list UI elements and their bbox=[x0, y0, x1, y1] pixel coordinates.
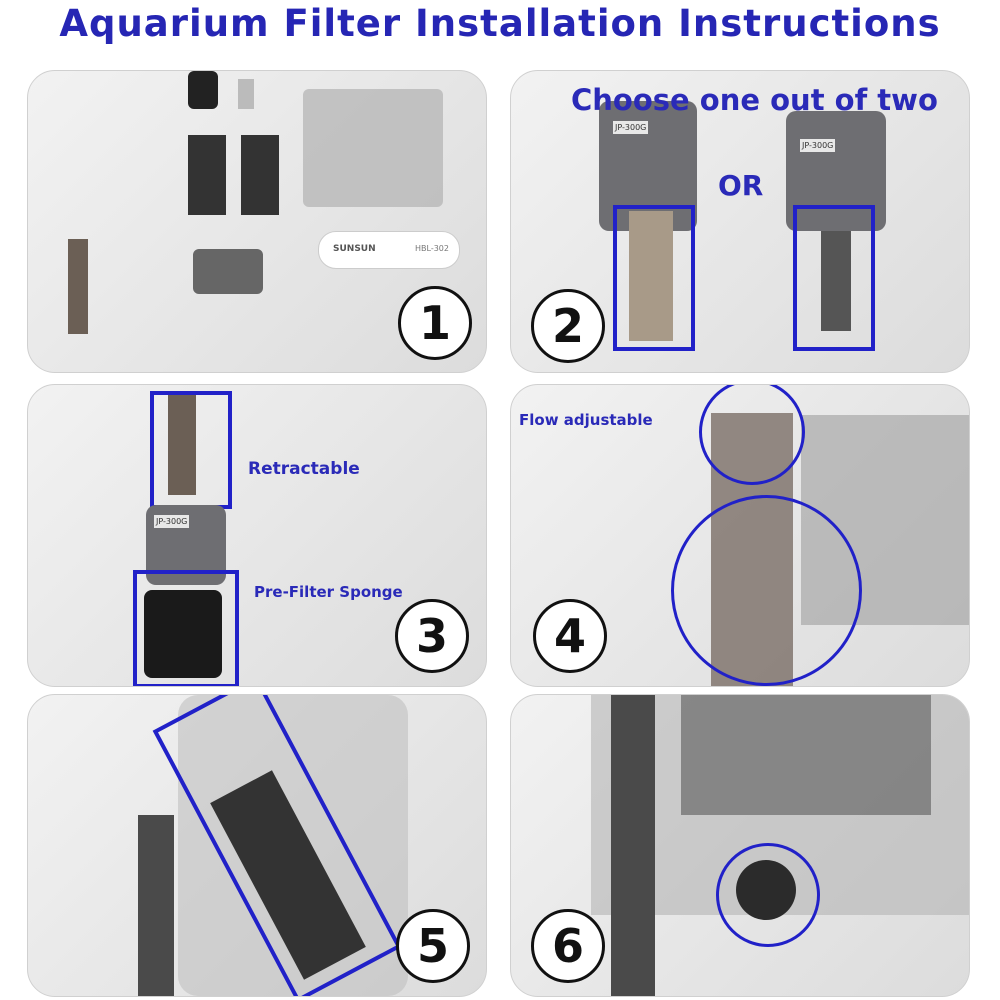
highlight-circle bbox=[716, 843, 820, 947]
pre-filter-sponge-label: Pre-Filter Sponge bbox=[254, 583, 403, 601]
highlight-circle bbox=[699, 385, 805, 485]
step-number: 5 bbox=[396, 909, 470, 983]
step-number: 6 bbox=[531, 909, 605, 983]
page-title: Aquarium Filter Installation Instruction… bbox=[59, 2, 941, 45]
step-1-panel: SUNSUN HBL-302 1 bbox=[27, 70, 487, 373]
highlight-box bbox=[150, 391, 232, 509]
sponge-intake-image bbox=[629, 211, 673, 341]
filter-box-image bbox=[303, 89, 443, 207]
cartridge-image bbox=[681, 695, 931, 815]
step-number: 4 bbox=[533, 599, 607, 673]
step-number: 3 bbox=[395, 599, 469, 673]
cartridge-image bbox=[188, 135, 226, 215]
step-5-panel: 5 bbox=[27, 694, 487, 997]
choose-heading: Choose one out of two bbox=[571, 83, 938, 117]
highlight-box bbox=[613, 205, 695, 351]
step-2-panel: JP-300G JP-300G Choose one out of two OR… bbox=[510, 70, 970, 373]
sponge-image bbox=[188, 71, 218, 109]
retractable-label: Retractable bbox=[248, 459, 360, 479]
highlight-box bbox=[133, 570, 239, 686]
step-4-panel: Flow adjustable 4 bbox=[510, 384, 970, 687]
step-3-panel: JP-300G Retractable Pre-Filter Sponge 3 bbox=[27, 384, 487, 687]
highlight-circle bbox=[671, 495, 862, 686]
step-6-panel: 6 bbox=[510, 694, 970, 997]
pipe-image bbox=[138, 815, 174, 996]
nozzle-image bbox=[821, 231, 851, 331]
pipe-image bbox=[611, 695, 655, 996]
intake-tube-image bbox=[238, 79, 254, 109]
step-number: 2 bbox=[531, 289, 605, 363]
outlet-pipe-image bbox=[168, 395, 196, 495]
filter-lid-image: SUNSUN HBL-302 bbox=[318, 231, 460, 269]
or-label: OR bbox=[718, 169, 764, 202]
pump-image bbox=[193, 249, 263, 294]
step-number: 1 bbox=[398, 286, 472, 360]
sponge-image bbox=[144, 590, 222, 678]
flow-adjustable-label: Flow adjustable bbox=[519, 411, 653, 429]
highlight-box bbox=[793, 205, 875, 351]
pump-b-image: JP-300G bbox=[786, 111, 886, 231]
outlet-pipe-image bbox=[68, 239, 88, 334]
cartridge-image bbox=[241, 135, 279, 215]
